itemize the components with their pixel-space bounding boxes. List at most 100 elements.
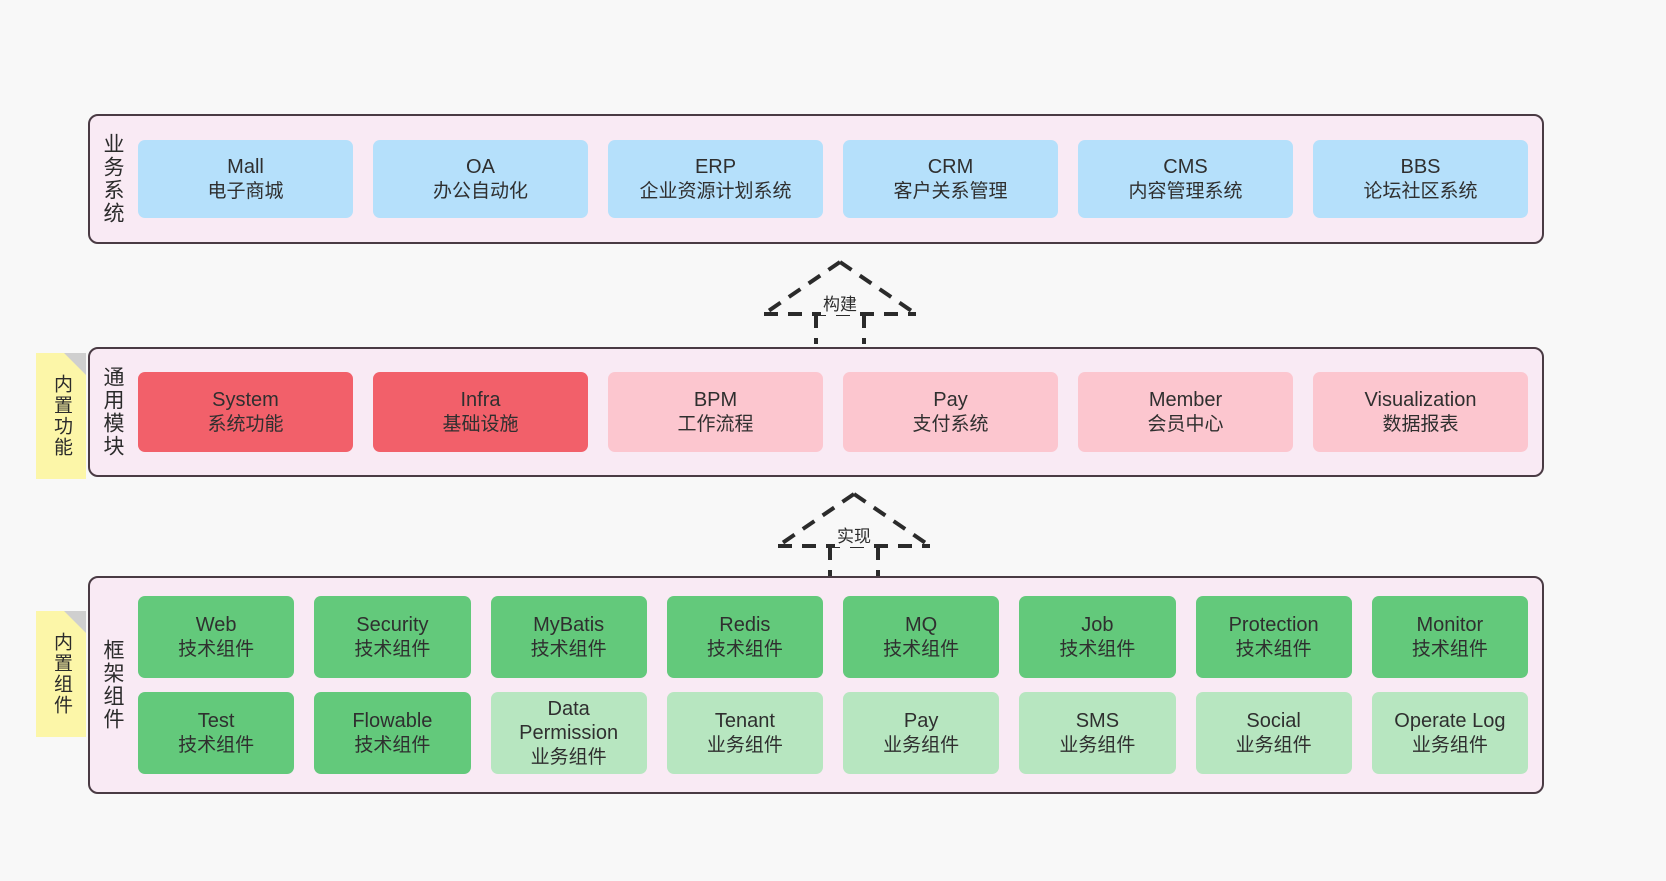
box-title: Tenant [714,710,775,733]
box-subtitle: 基础设施 [442,413,519,435]
box-pay-component[interactable]: Pay 业务组件 [843,692,1000,774]
box-subtitle: 业务组件 [1235,734,1312,756]
common-module-row: System 系统功能 Infra 基础设施 BPM 工作流程 Pay 支付系统… [138,372,1528,452]
note-builtin-function: 内置功能 [36,353,86,479]
box-title: Infra [460,389,501,412]
box-title: Monitor [1416,614,1484,637]
box-erp[interactable]: ERP 企业资源计划系统 [608,140,823,218]
layer-body-business-system: Mall 电子商城 OA 办公自动化 ERP 企业资源计划系统 CRM 客户关系… [134,116,1542,242]
box-subtitle: 业务组件 [883,734,960,756]
arrow-build-label: 构建 [821,290,859,315]
box-job[interactable]: Job 技术组件 [1019,596,1176,678]
box-title: SMS [1075,710,1120,733]
box-cms[interactable]: CMS 内容管理系统 [1078,140,1293,218]
box-data-permission[interactable]: Data Permission 业务组件 [490,692,647,774]
box-bpm[interactable]: BPM 工作流程 [608,372,823,452]
box-title: Flowable [352,710,433,733]
box-title: BBS [1400,156,1441,179]
box-tenant[interactable]: Tenant 业务组件 [666,692,823,774]
box-subtitle: 技术组件 [1411,638,1488,660]
box-subtitle: 技术组件 [178,638,255,660]
box-title: System [212,389,279,412]
box-subtitle: 支付系统 [912,413,989,435]
box-sms[interactable]: SMS 业务组件 [1019,692,1176,774]
box-title: Mall [227,156,264,179]
box-social[interactable]: Social 业务组件 [1195,692,1352,774]
box-web[interactable]: Web 技术组件 [138,596,295,678]
box-subtitle: 技术组件 [354,734,431,756]
box-title: Operate Log [1394,710,1506,733]
arrow-build: 构建 [752,258,928,344]
box-title: Protection [1228,614,1319,637]
box-subtitle: 技术组件 [1235,638,1312,660]
layer-label-business-system: 业务系统 [101,133,125,225]
layer-business-system: 业务系统 Mall 电子商城 OA 办公自动化 ERP 企业资源计划系统 CRM… [88,114,1544,244]
box-title: Pay [933,389,968,412]
box-title: Redis [719,614,771,637]
box-crm[interactable]: CRM 客户关系管理 [843,140,1058,218]
box-title: CMS [1163,156,1208,179]
box-flowable[interactable]: Flowable 技术组件 [314,692,471,774]
box-title: Pay [903,710,939,733]
box-subtitle: 客户关系管理 [893,180,1008,202]
box-subtitle: 办公自动化 [432,180,528,202]
box-subtitle: 企业资源计划系统 [639,180,792,202]
box-title: OA [466,156,495,179]
box-protection[interactable]: Protection 技术组件 [1195,596,1352,678]
box-subtitle: 论坛社区系统 [1363,180,1478,202]
box-mall[interactable]: Mall 电子商城 [138,140,353,218]
box-subtitle: 业务组件 [530,746,607,768]
box-mybatis[interactable]: MyBatis 技术组件 [490,596,647,678]
box-title: MQ [905,614,938,637]
box-subtitle: 工作流程 [677,413,754,435]
framework-biz-row: Test 技术组件 Flowable 技术组件 Data Permission … [138,692,1528,774]
box-mq[interactable]: MQ 技术组件 [843,596,1000,678]
box-title: Visualization [1364,389,1477,412]
box-oa[interactable]: OA 办公自动化 [373,140,588,218]
box-pay-module[interactable]: Pay 支付系统 [843,372,1058,452]
box-bbs[interactable]: BBS 论坛社区系统 [1313,140,1528,218]
box-title: BPM [693,389,738,412]
box-infra[interactable]: Infra 基础设施 [373,372,588,452]
box-subtitle: 技术组件 [530,638,607,660]
box-monitor[interactable]: Monitor 技术组件 [1371,596,1528,678]
box-operate-log[interactable]: Operate Log 业务组件 [1371,692,1528,774]
box-subtitle: 技术组件 [354,638,431,660]
box-subtitle: 系统功能 [207,413,284,435]
layer-body-common-module: System 系统功能 Infra 基础设施 BPM 工作流程 Pay 支付系统… [134,349,1542,475]
box-subtitle: 数据报表 [1382,413,1459,435]
box-subtitle: 技术组件 [883,638,960,660]
business-system-row: Mall 电子商城 OA 办公自动化 ERP 企业资源计划系统 CRM 客户关系… [138,140,1528,218]
box-subtitle: 业务组件 [1059,734,1136,756]
box-title: Member [1148,389,1223,412]
box-subtitle: 技术组件 [706,638,783,660]
box-redis[interactable]: Redis 技术组件 [666,596,823,678]
framework-tech-row: Web 技术组件 Security 技术组件 MyBatis 技术组件 Redi… [138,596,1528,678]
layer-label-common-module: 通用模块 [101,366,125,458]
arrow-implement-label: 实现 [835,522,873,547]
layer-body-framework-component: Web 技术组件 Security 技术组件 MyBatis 技术组件 Redi… [134,578,1542,792]
box-subtitle: 业务组件 [1411,734,1488,756]
box-subtitle: 内容管理系统 [1128,180,1243,202]
box-subtitle: 技术组件 [178,734,255,756]
box-member[interactable]: Member 会员中心 [1078,372,1293,452]
box-subtitle: 技术组件 [1059,638,1136,660]
layer-common-module: 通用模块 System 系统功能 Infra 基础设施 BPM 工作流程 Pay… [88,347,1544,477]
box-title: Job [1081,614,1114,637]
box-security[interactable]: Security 技术组件 [314,596,471,678]
box-title: Test [197,710,235,733]
box-title: Social [1246,710,1301,733]
box-subtitle: 业务组件 [706,734,783,756]
arrow-implement: 实现 [766,490,942,576]
box-title: ERP [694,156,737,179]
box-test[interactable]: Test 技术组件 [138,692,295,774]
box-title: MyBatis [533,614,605,637]
box-visualization[interactable]: Visualization 数据报表 [1313,372,1528,452]
box-system[interactable]: System 系统功能 [138,372,353,452]
box-title: Security [356,614,429,637]
layer-framework-component: 框架组件 Web 技术组件 Security 技术组件 MyBatis 技术组件… [88,576,1544,794]
box-subtitle: 电子商城 [207,180,284,202]
box-subtitle: 会员中心 [1147,413,1224,435]
box-title: CRM [927,156,974,179]
